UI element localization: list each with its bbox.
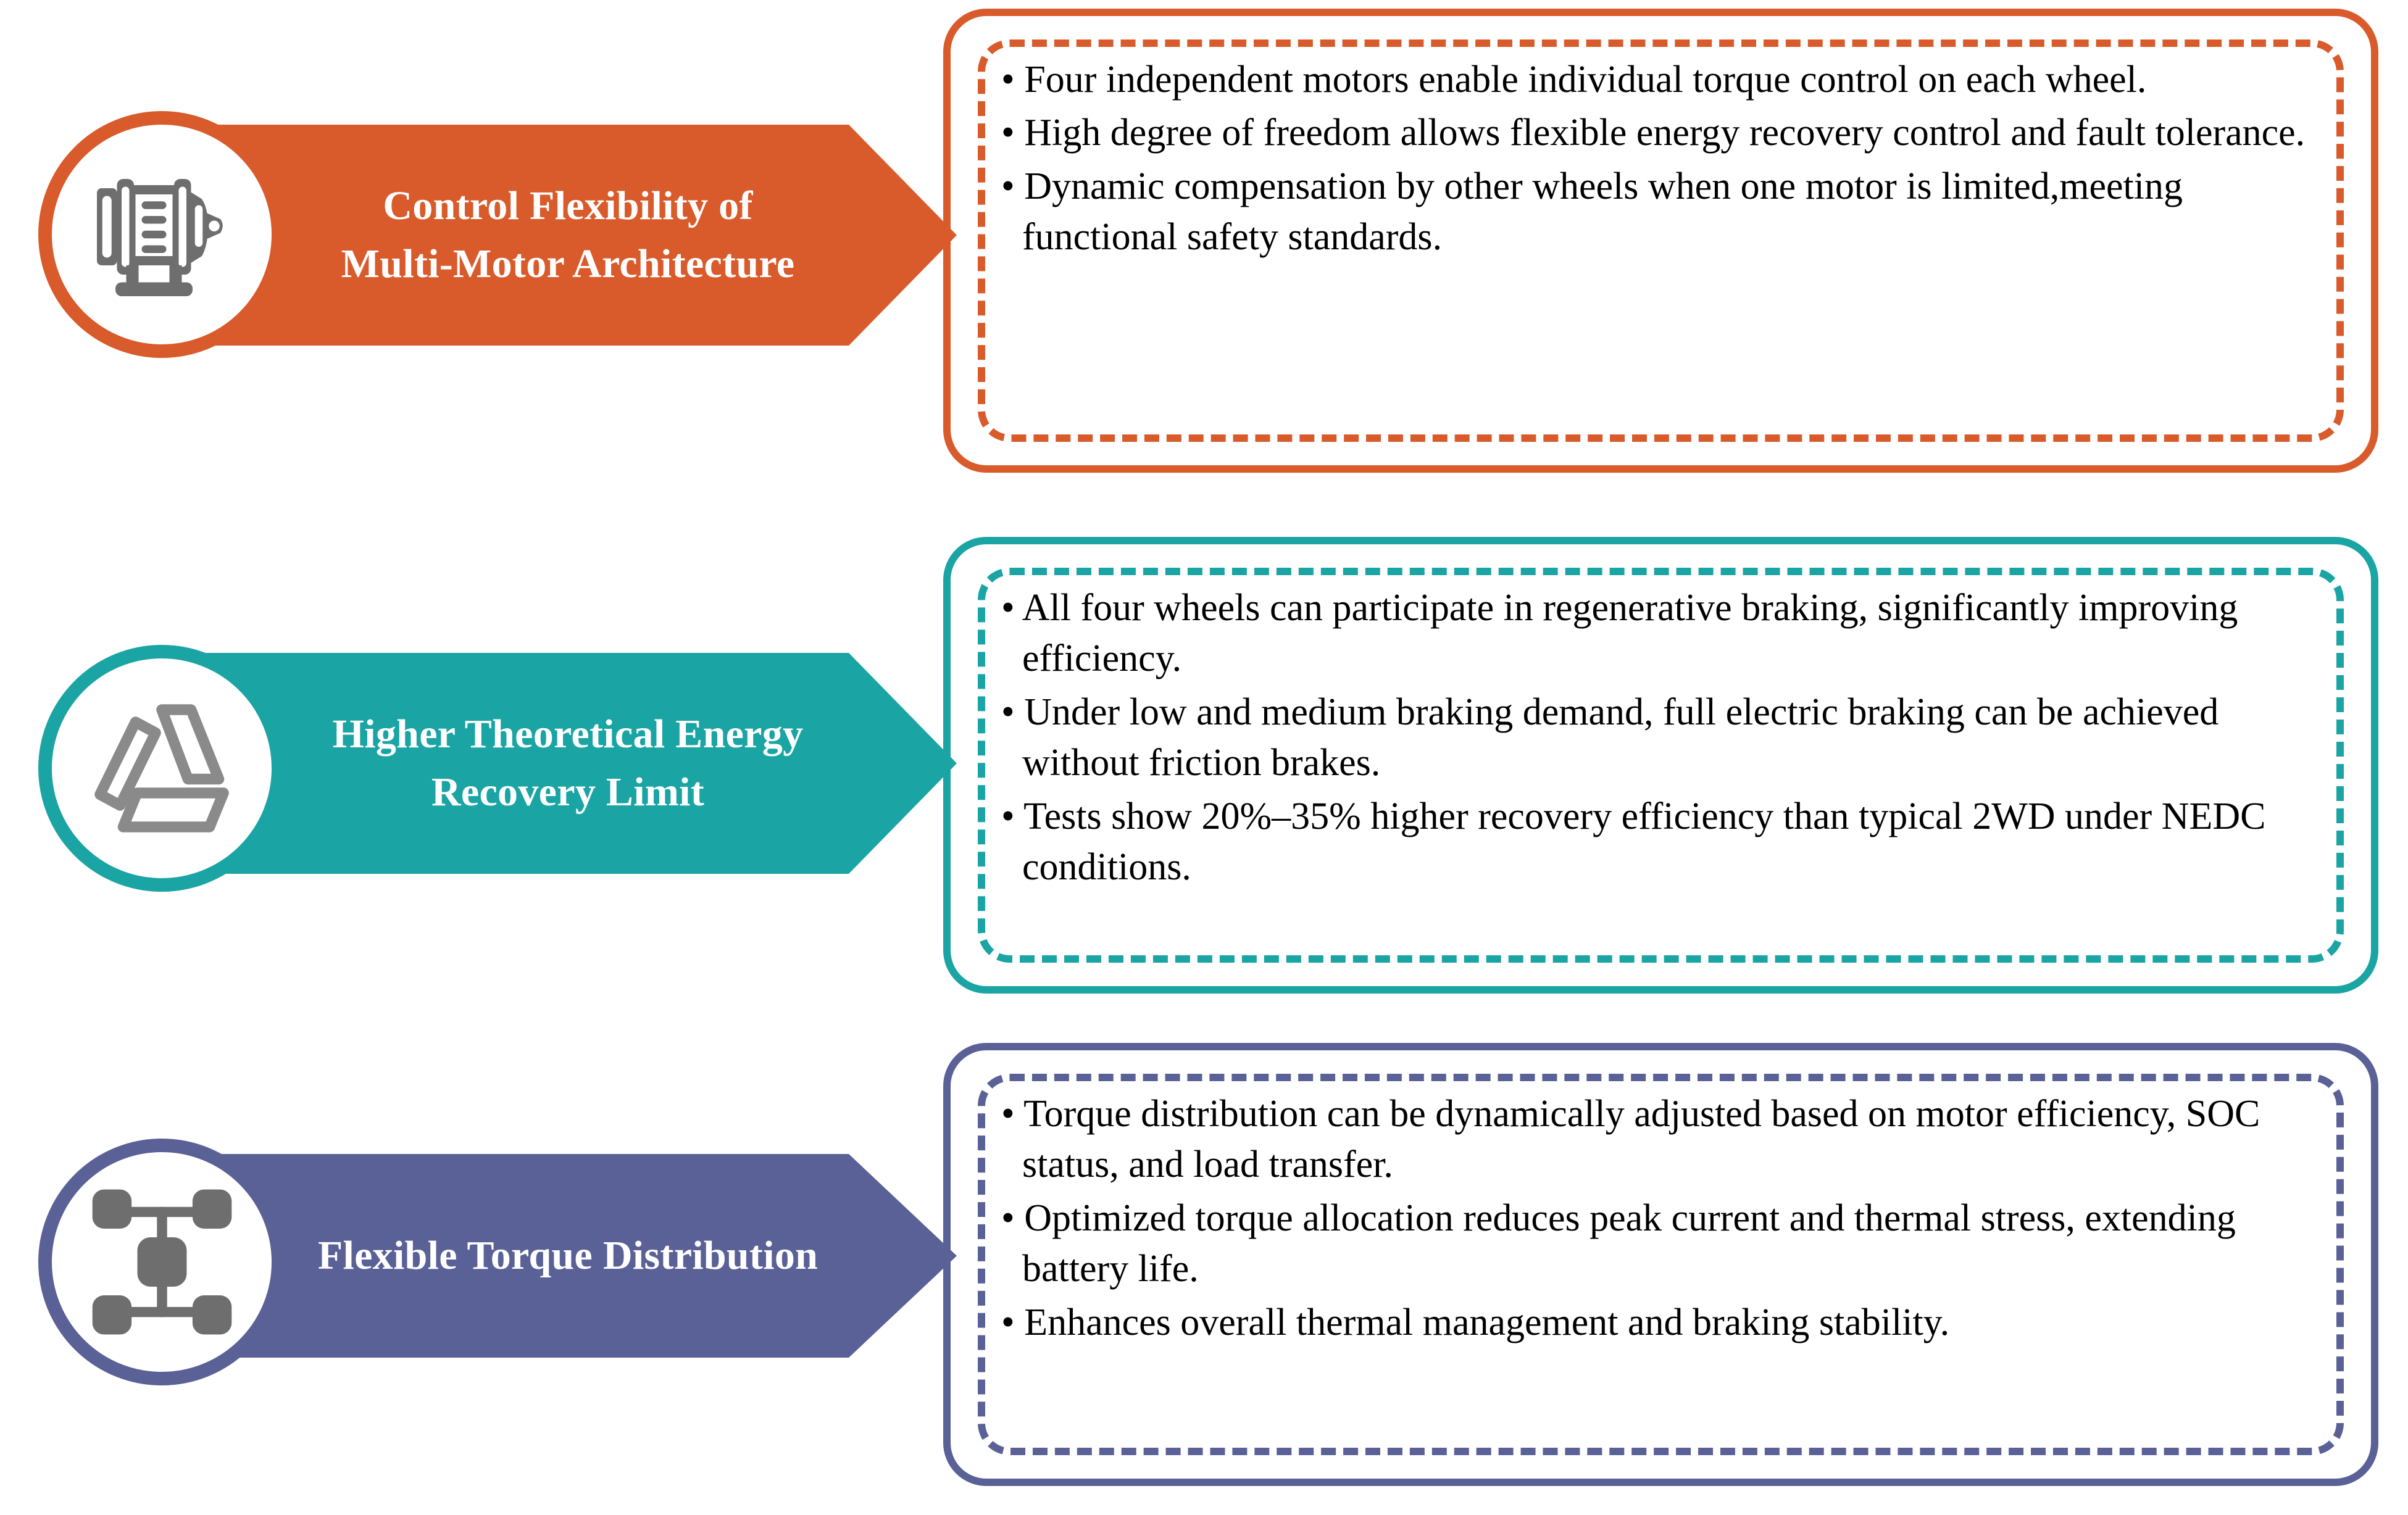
arrow-label-text-energy-recovery: Higher Theoretical Energy Recovery Limit [240, 705, 902, 821]
icon-circle-torque-distribution [38, 1139, 285, 1385]
label-line-1: Control Flexibility of [383, 183, 753, 229]
bullet-item: • Enhances overall thermal management an… [1001, 1301, 1950, 1343]
bullet-list-torque-distribution: • Torque distribution can be dynamically… [951, 1050, 2371, 1375]
bullet-item: • Under low and medium braking demand, f… [1001, 691, 2219, 784]
arrow-label-text-multi-motor: Control Flexibility of Multi-Motor Archi… [249, 177, 894, 293]
diagram-row-multi-motor: Control Flexibility of Multi-Motor Archi… [0, 0, 2408, 494]
bullet-item: • Four independent motors enable individ… [1001, 59, 2147, 101]
electric-motor-icon [85, 157, 239, 312]
arrow-label-text-torque-distribution: Flexible Torque Distribution [225, 1227, 917, 1285]
content-card-torque-distribution: • Torque distribution can be dynamically… [943, 1043, 2378, 1486]
arrow-label-multi-motor[interactable]: Control Flexibility of Multi-Motor Archi… [185, 125, 957, 346]
bullet-item: • Optimized torque allocation reduces pe… [1001, 1197, 2236, 1290]
bullet-item: • Torque distribution can be dynamically… [1001, 1093, 2260, 1186]
bullet-item: • High degree of freedom allows flexible… [1001, 112, 2306, 154]
arrow-label-torque-distribution[interactable]: Flexible Torque Distribution [185, 1154, 957, 1358]
bullet-item: • All four wheels can participate in reg… [1001, 587, 2238, 680]
arrow-label-energy-recovery[interactable]: Higher Theoretical Energy Recovery Limit [185, 653, 957, 874]
bullet-list-multi-motor: • Four independent motors enable individ… [951, 16, 2371, 290]
label-line-1: Flexible Torque Distribution [317, 1233, 819, 1279]
diagram-row-energy-recovery: Higher Theoretical Energy Recovery Limit… [0, 531, 2408, 1031]
vehicle-chassis-icon [90, 1185, 235, 1339]
label-line-1: Higher Theoretical Energy [332, 712, 804, 757]
energy-recycle-icon [85, 691, 239, 845]
bullet-item: • Dynamic compensation by other wheels w… [1001, 165, 2183, 259]
content-card-energy-recovery: • All four wheels can participate in reg… [943, 537, 2378, 994]
label-line-2: Multi-Motor Architecture [341, 241, 795, 286]
icon-circle-energy-recovery [38, 645, 285, 892]
bullet-list-energy-recovery: • All four wheels can participate in reg… [951, 544, 2371, 920]
bullet-item: • Tests show 20%–35% higher recovery eff… [1001, 795, 2266, 889]
content-card-multi-motor: • Four independent motors enable individ… [943, 9, 2378, 473]
icon-circle-multi-motor [38, 111, 285, 358]
diagram-row-torque-distribution: Flexible Torque Distribution • Torque di… [0, 1043, 2408, 1515]
label-line-2: Recovery Limit [431, 770, 705, 815]
